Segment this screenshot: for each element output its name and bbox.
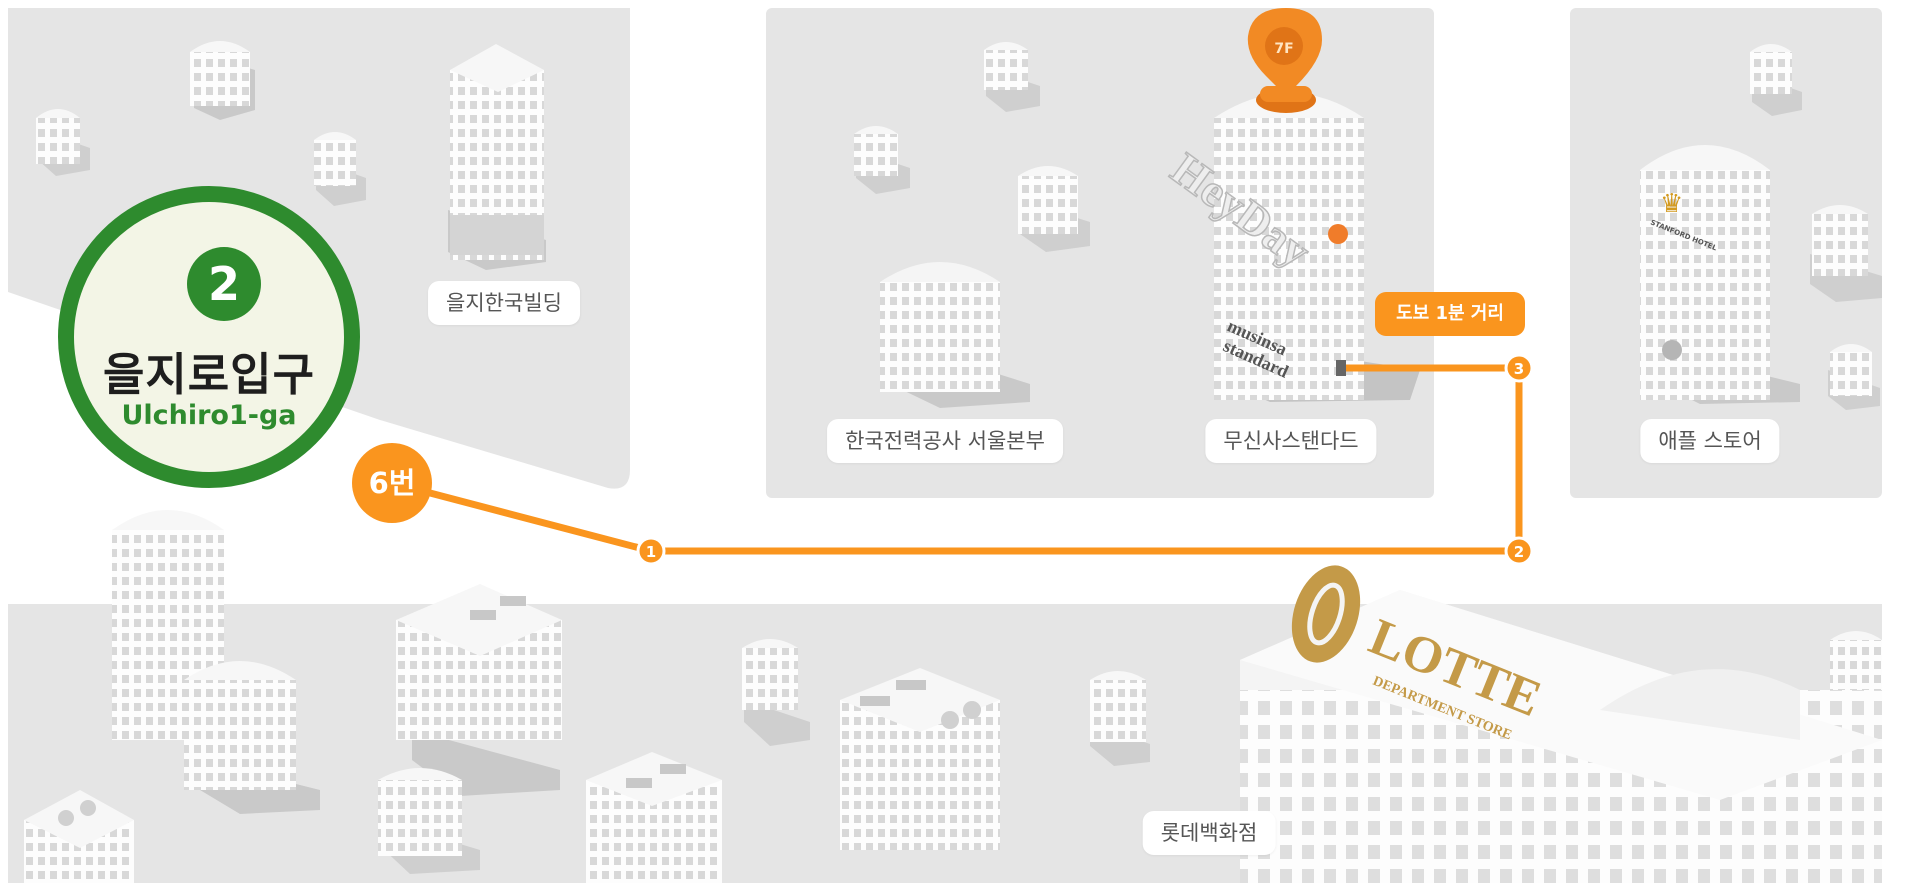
building [1018, 166, 1090, 252]
svg-text:1: 1 [646, 543, 656, 561]
hotel-icon: ♛ [1660, 189, 1683, 219]
building-lotte: LOTTE DEPARTMENT STORE [1240, 565, 1882, 883]
building [1810, 205, 1882, 302]
route-point-1: 1 [636, 536, 666, 566]
building-musinsa: musinsa standard HeyDay [1161, 93, 1420, 402]
line-number-badge: 2 [187, 247, 261, 321]
building [396, 584, 562, 796]
landmark-label-kepco: 한국전력공사 서울본부 [827, 419, 1063, 463]
svg-text:3: 3 [1514, 360, 1524, 378]
building [840, 668, 1000, 850]
landmark-label-lotte: 롯데백화점 [1142, 811, 1276, 855]
building [586, 752, 722, 883]
building [314, 132, 366, 206]
building [190, 41, 255, 120]
destination-marker [1336, 360, 1346, 376]
building [854, 126, 910, 194]
buildings-north-west [36, 41, 546, 270]
landmark-label-apple-store: 애플 스토어 [1640, 419, 1780, 463]
building-eulji [448, 44, 546, 270]
route-point-3: 3 [1504, 353, 1534, 383]
buildings-north-east: ♛ STANFORD HOTEL [1640, 44, 1882, 410]
buildings-north-center: musinsa standard HeyDay [854, 42, 1420, 408]
station-name-ko: 을지로입구 [102, 348, 315, 401]
svg-text:2: 2 [1514, 543, 1524, 561]
station-name-en: Ulchiro1-ga [121, 400, 297, 431]
building [1090, 671, 1150, 766]
landmark-label-musinsa: 무신사스탠다드 [1205, 419, 1377, 463]
building-kepco [880, 262, 1030, 408]
building [984, 42, 1040, 112]
building [1828, 344, 1880, 410]
apple-icon [1662, 340, 1682, 360]
buildings-south: LOTTE DEPARTMENT STORE [24, 510, 1882, 883]
building [1750, 44, 1802, 116]
building [24, 790, 134, 883]
building [378, 768, 480, 874]
route-point-2: 2 [1504, 536, 1534, 566]
exit-number-badge: 6번 [352, 443, 432, 523]
pin-floor: 7F [1274, 41, 1293, 57]
building [184, 661, 320, 814]
building [742, 639, 810, 746]
landmark-label-eulji-hankook: 을지한국빌딩 [428, 281, 580, 325]
building-apple: ♛ STANFORD HOTEL [1640, 145, 1800, 404]
station-badge: 2 을지로입구 Ulchiro1-ga [58, 186, 360, 488]
location-pin-icon: 7F [1247, 8, 1322, 113]
building [36, 109, 90, 176]
walk-time-badge: 도보 1분 거리 [1375, 292, 1525, 336]
